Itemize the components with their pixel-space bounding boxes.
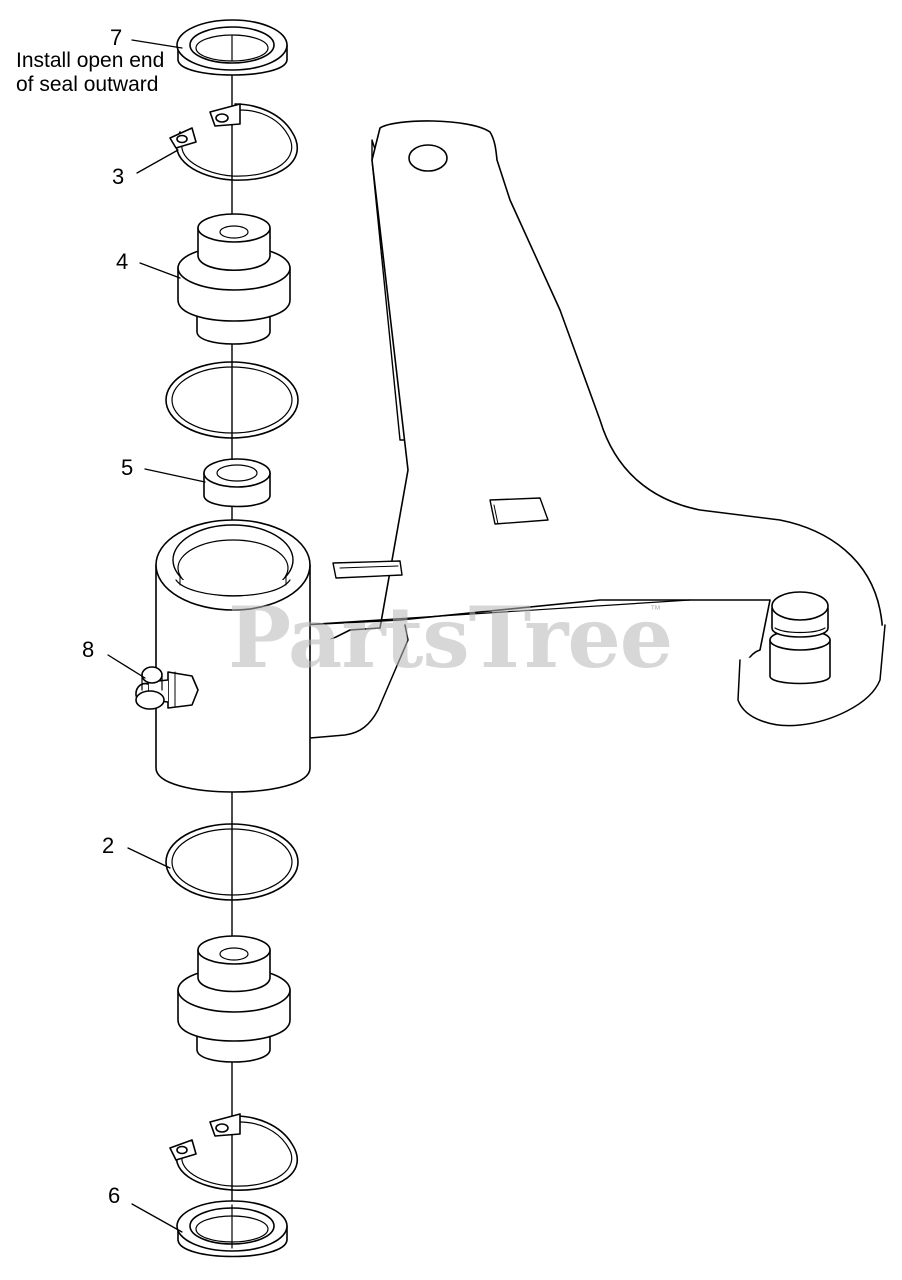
plate-slot <box>489 497 549 525</box>
callout-4: 4 <box>116 249 129 274</box>
o-ring-upper <box>165 361 299 439</box>
leader-lines <box>107 39 206 1233</box>
callout-8: 8 <box>82 637 95 662</box>
leader-3 <box>136 149 179 174</box>
partstree-watermark: PartsTree <box>228 588 673 687</box>
plate-slot <box>332 560 403 579</box>
bearing-lower <box>177 935 291 1063</box>
leader-2 <box>127 847 171 869</box>
leader-8 <box>107 654 146 679</box>
grease-fitting <box>135 666 199 710</box>
snap-ring-lower <box>169 1113 299 1191</box>
callout-6: 6 <box>108 1183 121 1208</box>
snap-ring-top <box>169 103 299 181</box>
mounting-stud <box>769 591 831 685</box>
arm-hole <box>408 144 448 172</box>
callout-5: 5 <box>121 455 134 480</box>
callout-2: 2 <box>102 833 115 858</box>
bearing-upper <box>177 213 291 345</box>
leader-5 <box>144 468 206 483</box>
leader-4 <box>139 262 181 279</box>
spindle-housing <box>155 519 311 793</box>
install-note: Install open end of seal outward <box>16 49 165 96</box>
callout-3: 3 <box>112 164 125 189</box>
leader-7 <box>131 39 183 49</box>
arm-bracket <box>287 120 886 739</box>
leader-6 <box>131 1203 183 1233</box>
spacer <box>203 458 271 508</box>
trademark-symbol: ™ <box>650 604 661 616</box>
callout-7: 7 <box>110 25 123 50</box>
o-ring-lower <box>165 823 299 901</box>
